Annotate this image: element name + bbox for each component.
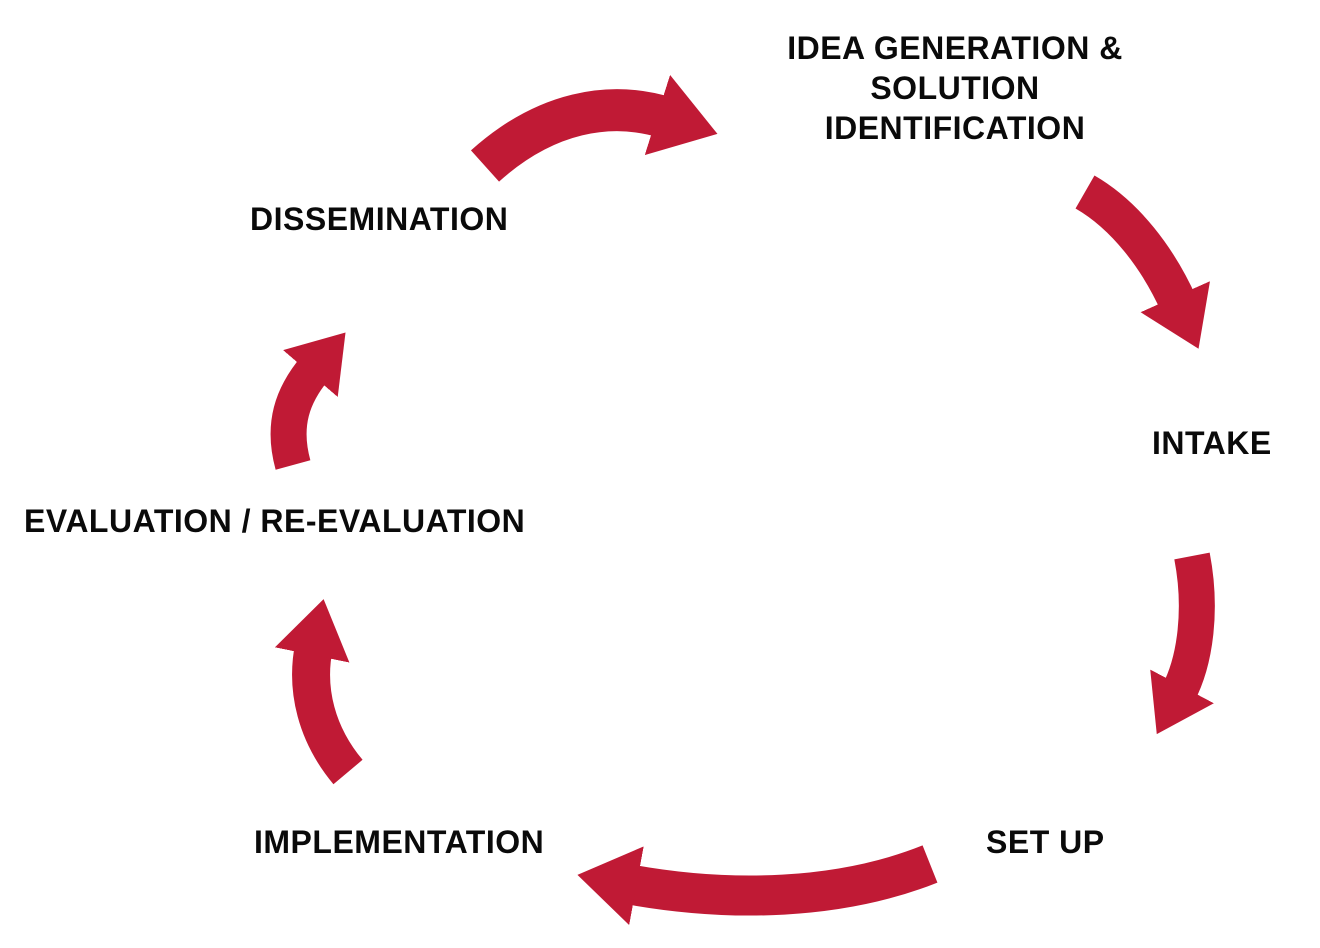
step-label-idea-line-3: IDENTIFICATION bbox=[824, 110, 1086, 146]
step-label-evaluation: EVALUATION / RE-EVALUATION bbox=[24, 503, 526, 539]
arrow-dissemination-to-idea bbox=[470, 74, 718, 182]
arrow-idea-to-intake bbox=[1075, 175, 1210, 349]
step-label-idea-generation: IDEA GENERATION & SOLUTION IDENTIFICATIO… bbox=[752, 28, 1158, 148]
arrow-implementation-to-evaluation bbox=[274, 599, 363, 785]
step-label-idea-line-1: IDEA GENERATION & bbox=[787, 30, 1123, 66]
step-label-set-up: SET UP bbox=[986, 824, 1105, 860]
arrow-evaluation-to-dissemination bbox=[270, 332, 346, 470]
arrow-setup-to-implementation bbox=[577, 845, 938, 926]
step-label-idea-line-2: SOLUTION bbox=[870, 70, 1040, 106]
step-label-implementation: IMPLEMENTATION bbox=[254, 824, 545, 860]
arrow-intake-to-setup bbox=[1150, 552, 1215, 735]
step-label-dissemination: DISSEMINATION bbox=[250, 201, 509, 237]
step-label-intake: INTAKE bbox=[1152, 425, 1272, 461]
